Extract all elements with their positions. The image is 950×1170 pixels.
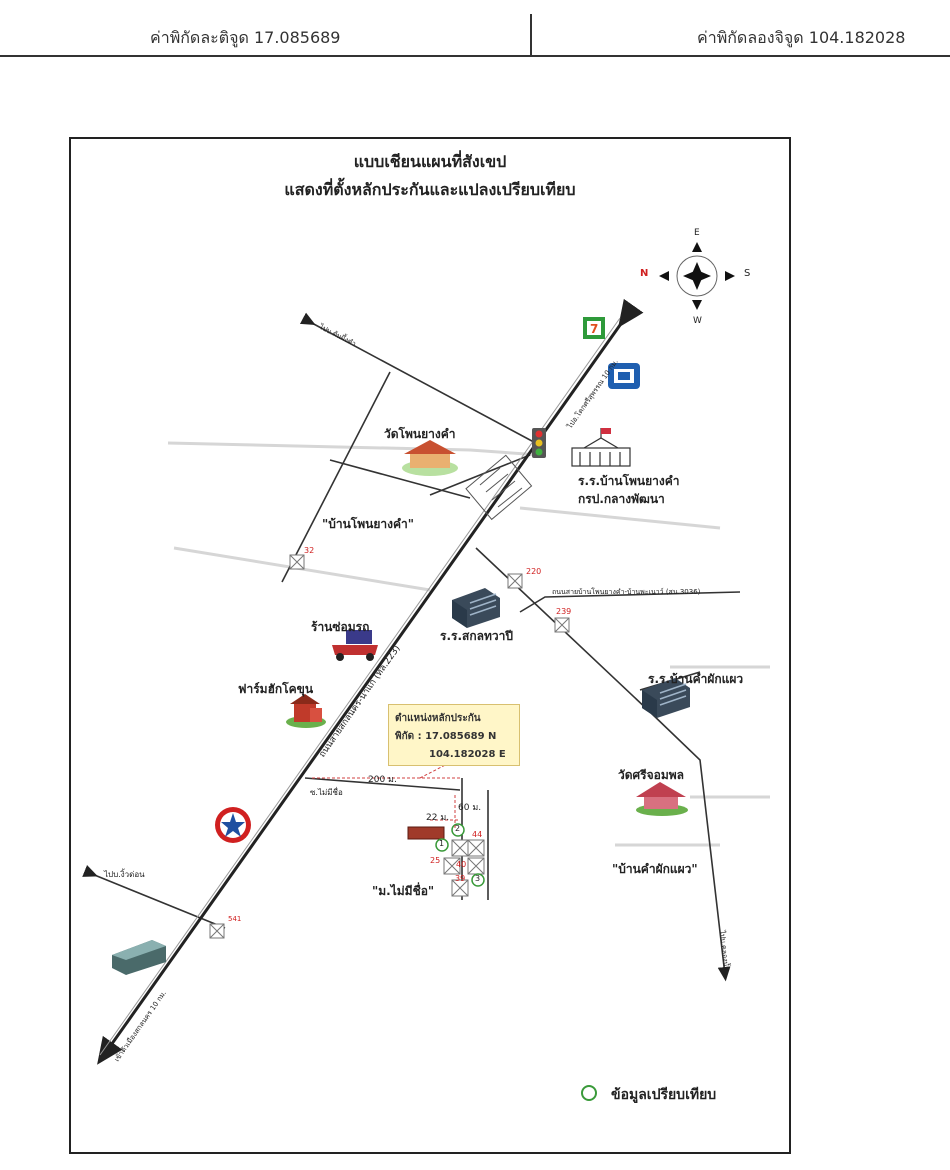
compass-s-label: S (744, 268, 751, 279)
popup-lon: 104.182028 E (429, 749, 506, 760)
plot-number-44: 44 (472, 830, 483, 839)
plot-number-25: 25 (430, 856, 441, 865)
plot-number-220: 220 (526, 567, 542, 576)
school-label-2: ร.ร.สกลทวาปี (440, 629, 513, 643)
garage-label: ร้านซ่อมรถ (311, 620, 370, 634)
legend-label: ข้อมูลเปรียบเทียบ (611, 1087, 717, 1103)
road-nw-2 (281, 371, 391, 583)
map-frame (69, 137, 791, 1154)
header-divider (530, 14, 532, 56)
farm-label: ฟาร์มฮักโคขุน (238, 682, 314, 696)
plot-number-39: 39 (455, 874, 466, 883)
traffic-light-icon (532, 428, 546, 458)
school-building-icon-3 (642, 678, 690, 718)
plot-markers (209, 554, 570, 939)
bank-icon (608, 363, 640, 389)
warehouse-icon (112, 940, 166, 975)
side-road-label: ถนนสายบ้านโพนยางคำ-บ้านพะเนาว์ (สน.3036) (552, 588, 701, 596)
distance-200-label: 200 ม. (368, 775, 397, 785)
zebra-crossing (465, 454, 533, 521)
temple-icon-2 (636, 782, 688, 816)
soi-name-label: ซ.ไม่มีชื่อ (310, 788, 343, 797)
popup-lat: พิกัด : 17.085689 N (395, 731, 497, 742)
school-label-3: ร.ร.บ้านคำผักแผว (648, 672, 744, 686)
temple-icon (402, 440, 458, 476)
temple-label-2: วัดศรีจอมพล (618, 768, 685, 782)
temple-label-1: วัดโพนยางคำ (384, 427, 456, 441)
village-label-2: "บ้านคำผักแผว" (612, 862, 698, 876)
distance-22-label: 22 ม. (426, 813, 450, 823)
road-sw (82, 865, 226, 929)
village-label-1: "บ้านโพนยางคำ" (322, 517, 415, 531)
popup-title: ตำแหน่งหลักประกัน (395, 713, 481, 724)
plot-number-239: 239 (556, 607, 572, 616)
school-icon-1 (571, 428, 631, 467)
road-light-1 (167, 441, 541, 457)
distance-60-label: 60 ม. (458, 803, 482, 813)
map-subtitle: แสดงที่ตั้งหลักประกันและแปลงเปรียบเทียบ (284, 180, 576, 199)
latitude-text: ค่าพิกัดละติจูด 17.085689 (150, 28, 341, 47)
school-building-icon-2 (452, 588, 500, 628)
plot-number-32: 32 (304, 546, 315, 555)
school-label-1a: ร.ร.บ้านโพนยางคำ (578, 474, 680, 488)
school-label-1b: กรป.กลางพัฒนา (578, 492, 665, 506)
garage-icon (332, 630, 378, 661)
circle-number-1: 1 (439, 839, 445, 848)
collateral-plot (407, 826, 445, 840)
header-rule (0, 55, 950, 57)
map-title: แบบเชียนแผนที่สังเขป (353, 152, 507, 171)
road-sw-label: ไปบ.งิ้วด่อน (104, 870, 145, 879)
svg-text:7: 7 (590, 322, 598, 336)
longitude-text: ค่าพิกัดลองจิจูด 104.182028 (697, 28, 906, 47)
compass-n-label: N (640, 268, 649, 279)
circle-number-3: 3 (475, 874, 481, 883)
soi-village-label: "ม.ไม่มีชื่อ" (372, 884, 435, 898)
compass-e-label: E (694, 228, 700, 238)
compass-icon (659, 242, 735, 310)
legend-circle-icon (581, 1085, 597, 1101)
plot-number-sw: 541 (228, 915, 242, 923)
gas-station-icon (215, 807, 251, 843)
header-bar: ค่าพิกัดละติจูด 17.085689 ค่าพิกัดลองจิจ… (0, 0, 950, 58)
collateral-popup: ตำแหน่งหลักประกัน พิกัด : 17.085689 N 10… (388, 704, 520, 766)
circle-number-2: 2 (455, 824, 461, 833)
plot-number-40: 40 (456, 860, 467, 869)
compass-w-label: W (693, 316, 702, 326)
farm-icon (286, 694, 326, 728)
seven-eleven-icon: 7 (583, 317, 605, 339)
road-light-3 (519, 506, 721, 530)
